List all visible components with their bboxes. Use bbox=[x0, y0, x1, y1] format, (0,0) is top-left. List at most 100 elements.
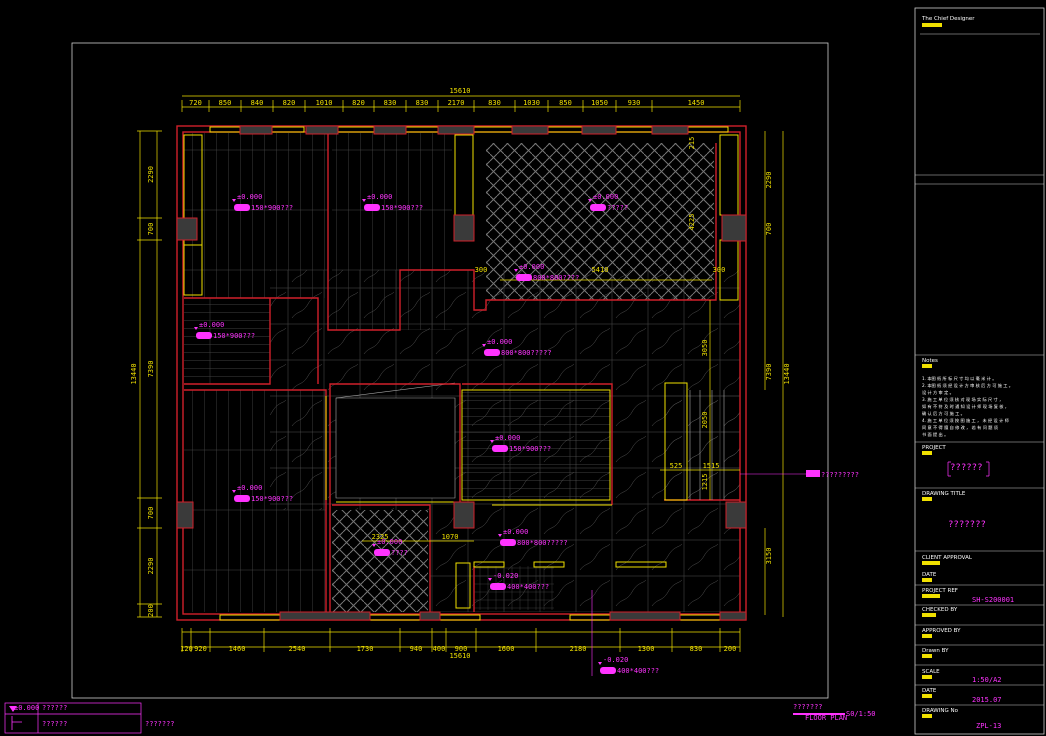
top-dim-segment: 1450 bbox=[688, 99, 705, 107]
dim-215: 215 bbox=[688, 137, 696, 150]
stairs bbox=[689, 390, 725, 500]
left-dim-segment: 2290 bbox=[147, 558, 155, 575]
note-line: 书 面 提 出 。 bbox=[922, 431, 948, 438]
material-label: 150*900??? bbox=[213, 332, 255, 340]
bottom-dim-segment: 1730 bbox=[357, 645, 374, 653]
note-line: 3. 施 工 单 位 须 核 对 现 场 实 际 尺 寸 ， bbox=[922, 396, 1003, 403]
bottom-dimension-ticks bbox=[181, 628, 741, 652]
dining-floor bbox=[462, 390, 610, 500]
dim-2050: 2050 bbox=[701, 412, 709, 429]
right-callout-text: ????????? bbox=[821, 471, 859, 479]
top-dim-segment: 830 bbox=[416, 99, 429, 107]
note-line: 4. 施 工 单 位 须 按 图 施 工 ， 未 经 设 计 师 bbox=[922, 417, 1009, 424]
right-extra-dim: 3150 bbox=[765, 548, 773, 565]
dim-300-left: 300 bbox=[475, 266, 488, 274]
bottom-dim-segment: 1460 bbox=[229, 645, 246, 653]
dim-5410: 5410 bbox=[592, 266, 609, 274]
level-mark: ±0.000 bbox=[367, 193, 392, 201]
room-annotation: ±0.000 150*900??? bbox=[362, 193, 423, 212]
scale-value: 1:50/A2 bbox=[972, 676, 1002, 684]
approved-by-label: APPROVED BY bbox=[922, 628, 961, 634]
material-label: 800*800????? bbox=[517, 539, 568, 547]
bottom-dim-segment: 1300 bbox=[638, 645, 655, 653]
title-block-frame bbox=[914, 7, 1045, 735]
columns bbox=[176, 125, 747, 621]
material-label: 150*900??? bbox=[381, 204, 423, 212]
designer-label: The Chief Designer bbox=[921, 16, 975, 22]
bathroom-floor bbox=[184, 298, 270, 384]
top-dim-segment: 830 bbox=[488, 99, 501, 107]
level-mark: ±0.000 bbox=[593, 193, 618, 201]
scale-label: SCALE bbox=[922, 669, 940, 675]
left-dimension-ticks bbox=[137, 130, 162, 618]
dim-4225: 4225 bbox=[688, 214, 696, 231]
wc-floor bbox=[474, 566, 554, 610]
material-label: 800*800????? bbox=[501, 349, 552, 357]
note-line: 确 认 后 方 可 施 工 。 bbox=[922, 410, 965, 417]
material-label: 400*400??? bbox=[507, 583, 549, 591]
level-mark: -0.020 bbox=[603, 656, 628, 664]
legend-level-mark: ±0.000 bbox=[14, 704, 39, 712]
bedroom-3-floor bbox=[184, 390, 326, 612]
top-dim-segment: 820 bbox=[352, 99, 365, 107]
top-dim-segment: 830 bbox=[384, 99, 397, 107]
bottom-dim-segment: 2540 bbox=[289, 645, 306, 653]
bottom-dim-segment: 2180 bbox=[570, 645, 587, 653]
material-label: 800*800???? bbox=[533, 274, 579, 282]
level-mark: ±0.000 bbox=[503, 528, 528, 536]
note-line: 2. 本图 纸 须 经 设 计 方 审 核 后 方 可 施 工 。 bbox=[922, 382, 1013, 389]
project-value: ?????? bbox=[950, 463, 983, 473]
room-annotations: ±0.000 150*900??? ±0.000 150*900??? ±0.000??… bbox=[194, 193, 659, 675]
dim-300-right: 300 bbox=[713, 266, 726, 274]
legend-box: ±0.000 ?????? ?????? ??????? bbox=[4, 702, 175, 734]
date2-label: DATE bbox=[922, 688, 937, 694]
room-annotation: ±0.000????? bbox=[588, 193, 628, 212]
dimension-lines bbox=[139, 95, 784, 648]
floor-plan-subtitle: FLOOR PLAN bbox=[805, 714, 847, 722]
left-dim-segment: 2290 bbox=[147, 166, 155, 183]
top-dim-segment: 850 bbox=[559, 99, 572, 107]
left-dim-segment: 200 bbox=[147, 604, 155, 617]
bottom-total-dim: 15610 bbox=[449, 652, 470, 660]
dim-1215: 1215 bbox=[701, 474, 709, 491]
date-label: DATE bbox=[922, 572, 937, 578]
right-seg-2: 700 bbox=[765, 223, 773, 236]
room-annotation: -0.020 400*400??? bbox=[598, 656, 659, 675]
top-dim-segment: 1050 bbox=[591, 99, 608, 107]
checked-by-label: CHECKED BY bbox=[922, 607, 958, 613]
material-label: 400*400??? bbox=[617, 667, 659, 675]
dim-1070: 1070 bbox=[442, 533, 459, 541]
material-label: 150*900??? bbox=[509, 445, 551, 453]
left-dim-segment: 700 bbox=[147, 223, 155, 236]
drawing-no-value: ZPL-13 bbox=[976, 722, 1001, 730]
bottom-dim-segment: 940 bbox=[410, 645, 423, 653]
left-dim-segment: 700 bbox=[147, 507, 155, 520]
notes-list: 1. 本图 纸 所 标 尺 寸 均 以 毫 米 计 。2. 本图 纸 须 经 设… bbox=[922, 375, 1013, 438]
note-line: 1. 本图 纸 所 标 尺 寸 均 以 毫 米 计 。 bbox=[922, 375, 996, 382]
title-block: The Chief Designer Notes 1. 本图 纸 所 标 尺 寸… bbox=[915, 16, 1044, 730]
top-dim-segment: 1010 bbox=[316, 99, 333, 107]
client-approval-label: CLIENT APPROVAL bbox=[922, 555, 973, 561]
bottom-dim-segment: 900 bbox=[455, 645, 468, 653]
level-mark: ±0.000 bbox=[237, 193, 262, 201]
material-label: ????? bbox=[607, 204, 628, 212]
bottom-dim-segment: 400 bbox=[433, 645, 446, 653]
stair-floor bbox=[665, 390, 740, 500]
material-label: ???? bbox=[391, 549, 408, 557]
room-annotation: ±0.000???? bbox=[372, 538, 408, 557]
drawing-title-label: DRAWING TITLE bbox=[922, 491, 966, 497]
legend-side-text: ??????? bbox=[145, 720, 175, 728]
floor-plan-title: ??????? bbox=[793, 703, 823, 711]
dim-525: 525 bbox=[670, 462, 683, 470]
project-ref-value: SH-S200001 bbox=[972, 596, 1014, 604]
